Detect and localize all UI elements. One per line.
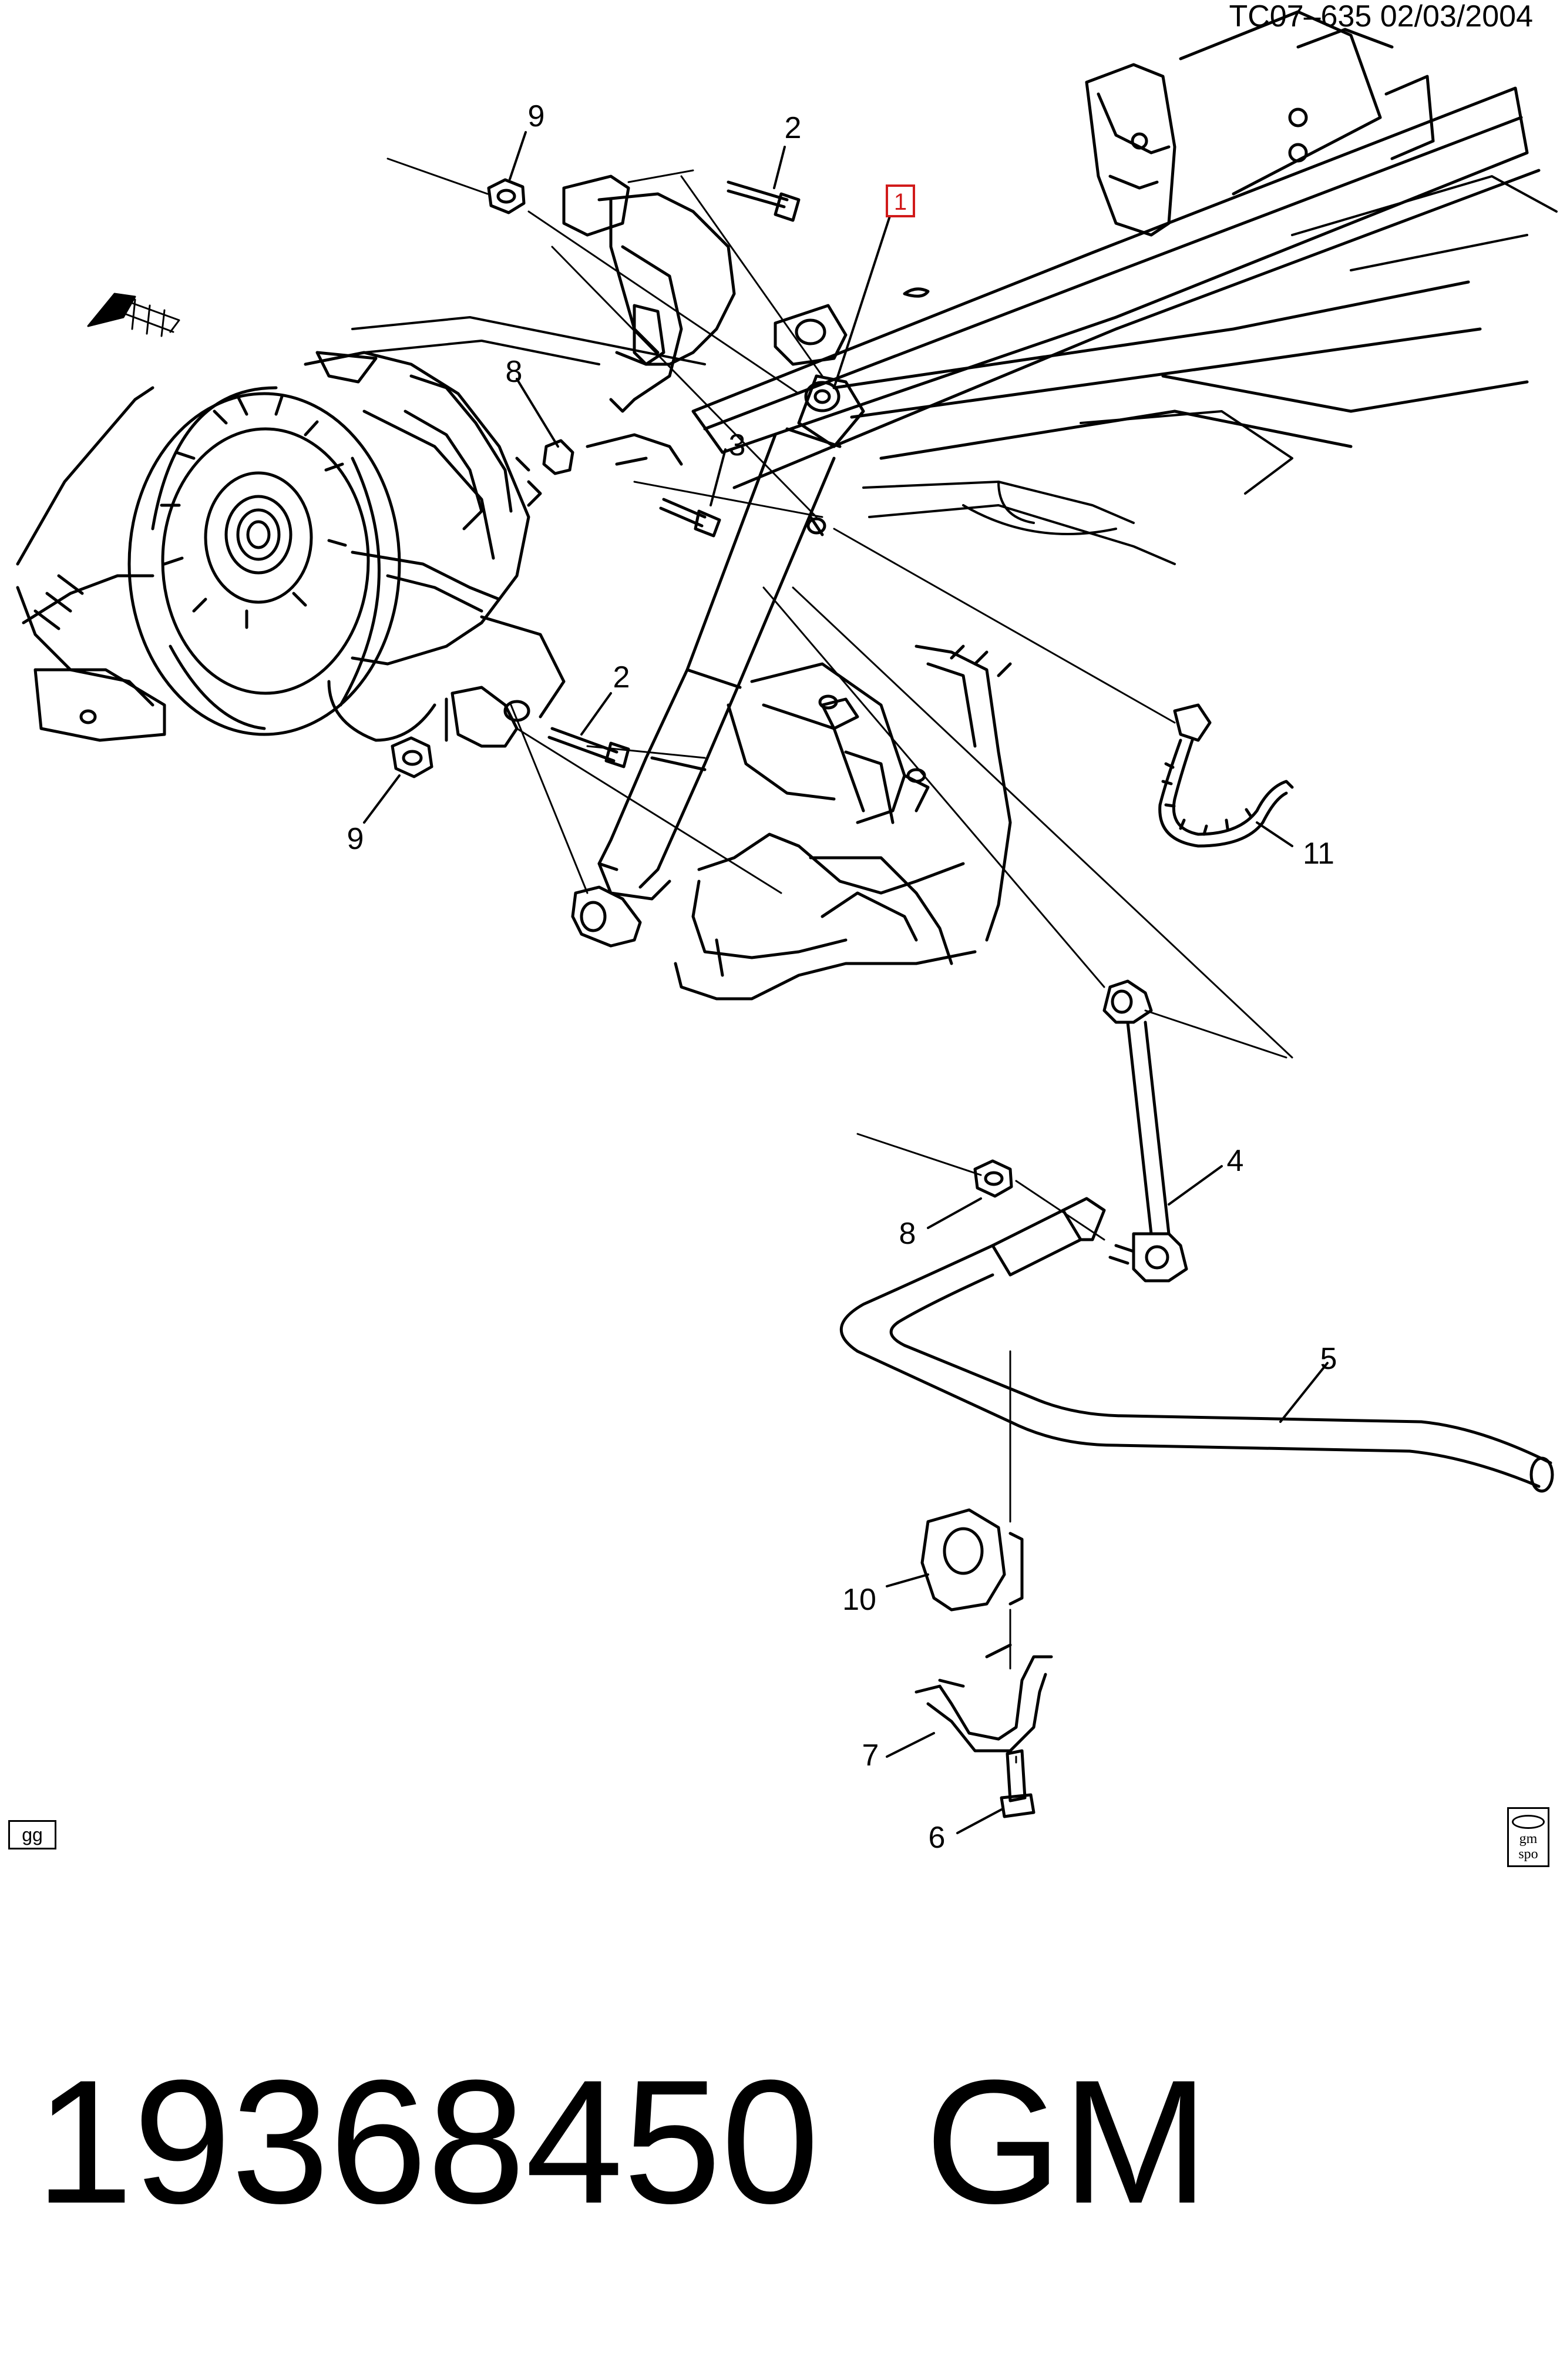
- gm-spo-line2: spo: [1518, 1847, 1538, 1862]
- callout-2-bottom: 2: [613, 660, 630, 694]
- brake-rotor-hub: [127, 386, 401, 736]
- callout-3: 3: [729, 428, 746, 462]
- callout-8-bottom: 8: [899, 1217, 916, 1251]
- callout-9-bottom: 9: [347, 822, 364, 856]
- callout-4: 4: [1227, 1144, 1244, 1178]
- callout-11: 11: [1303, 837, 1334, 871]
- callout-10: 10: [842, 1583, 876, 1617]
- callout-9-top: 9: [528, 99, 545, 133]
- brand-label: GM: [924, 2043, 1209, 2240]
- part-number: 19368450: [35, 2043, 819, 2240]
- leader-lines: [363, 131, 1329, 1834]
- diagram-reference-code: TC07–635 02/03/2004: [1229, 0, 1533, 33]
- fender-liner: [16, 386, 166, 742]
- stabilizer-bar: [840, 1197, 1554, 1493]
- fasteners: [391, 178, 1035, 1818]
- frame-rail: [691, 10, 1541, 489]
- stabilizer-link: [1102, 979, 1188, 1283]
- callout-labels: 1 2 2 3 4 5 6 7 8 8 9 9 10 11: [347, 99, 1337, 1855]
- callout-6: 6: [929, 1821, 946, 1855]
- svg-text:1: 1: [894, 189, 907, 215]
- front-axle: [674, 644, 1012, 1001]
- wiring-harness: [1158, 703, 1294, 848]
- callout-2-top: 2: [785, 111, 802, 145]
- callout-5: 5: [1320, 1342, 1337, 1376]
- gm-spo-logo: gm spo: [1507, 1807, 1549, 1867]
- shock-absorber: [571, 374, 865, 948]
- underbody: [351, 175, 1558, 565]
- callout-1: 1: [886, 184, 915, 217]
- bushing-and-clamp: [915, 1508, 1053, 1753]
- caliper-knuckle: [304, 351, 542, 742]
- gg-badge: gg: [8, 1820, 56, 1849]
- front-direction-arrow: [87, 293, 180, 337]
- callout-7: 7: [862, 1738, 879, 1773]
- assembly-lines: [386, 157, 1293, 1764]
- callout-8-top: 8: [506, 355, 523, 389]
- oval-icon: [1512, 1815, 1545, 1829]
- gm-spo-line1: gm: [1519, 1831, 1538, 1847]
- upper-shock-bracket: [562, 174, 736, 466]
